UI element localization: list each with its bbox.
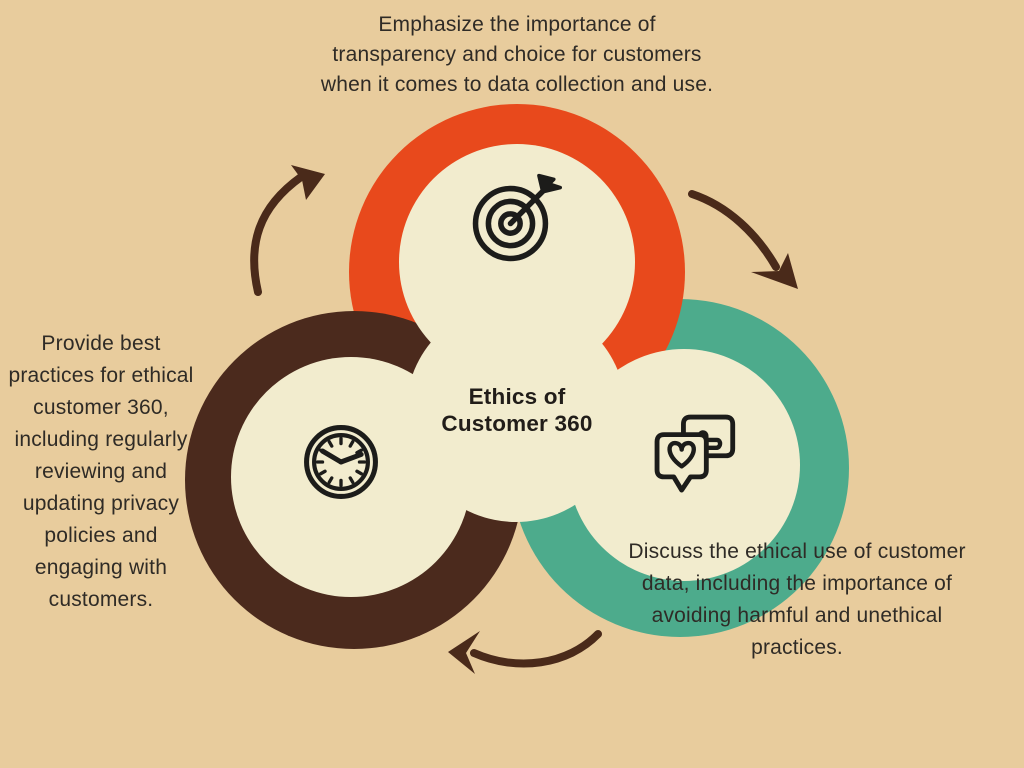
arrow-shaft [250,173,305,296]
dart-shaft [507,184,550,227]
clock-icon [304,425,378,499]
curved-arrow-bottom [448,630,602,674]
curved-arrow-top-right [688,190,798,289]
clock-inner-ring [312,433,370,491]
target-middle-ring [485,198,536,249]
arrow-head [448,631,480,674]
clock-hour-hand [320,448,344,465]
clock-minute-hand [338,451,364,465]
top-inner-circle [399,144,635,380]
target-icon [472,173,563,262]
arrow-head [751,253,798,289]
arrow-head [291,165,325,200]
target-bullseye [498,211,523,236]
note-bottom-right-ethical-use: Discuss the ethical use of customer data… [628,540,966,659]
heart-glyph [667,441,696,469]
clock-outer-ring [304,425,378,499]
target-outer-ring [472,185,549,262]
note-left-best-practices: Provide best practices for ethical custo… [8,332,194,611]
curved-arrow-top-left [250,165,325,296]
arrow-shaft [688,190,780,271]
arrow-shaft [470,630,602,668]
note-top-transparency: Emphasize the importance of transparency… [320,13,714,96]
diagram-title: Ethics of Customer 360 [441,384,593,436]
dart-fletching [537,173,563,194]
feedback-bubbles-icon [654,414,736,493]
